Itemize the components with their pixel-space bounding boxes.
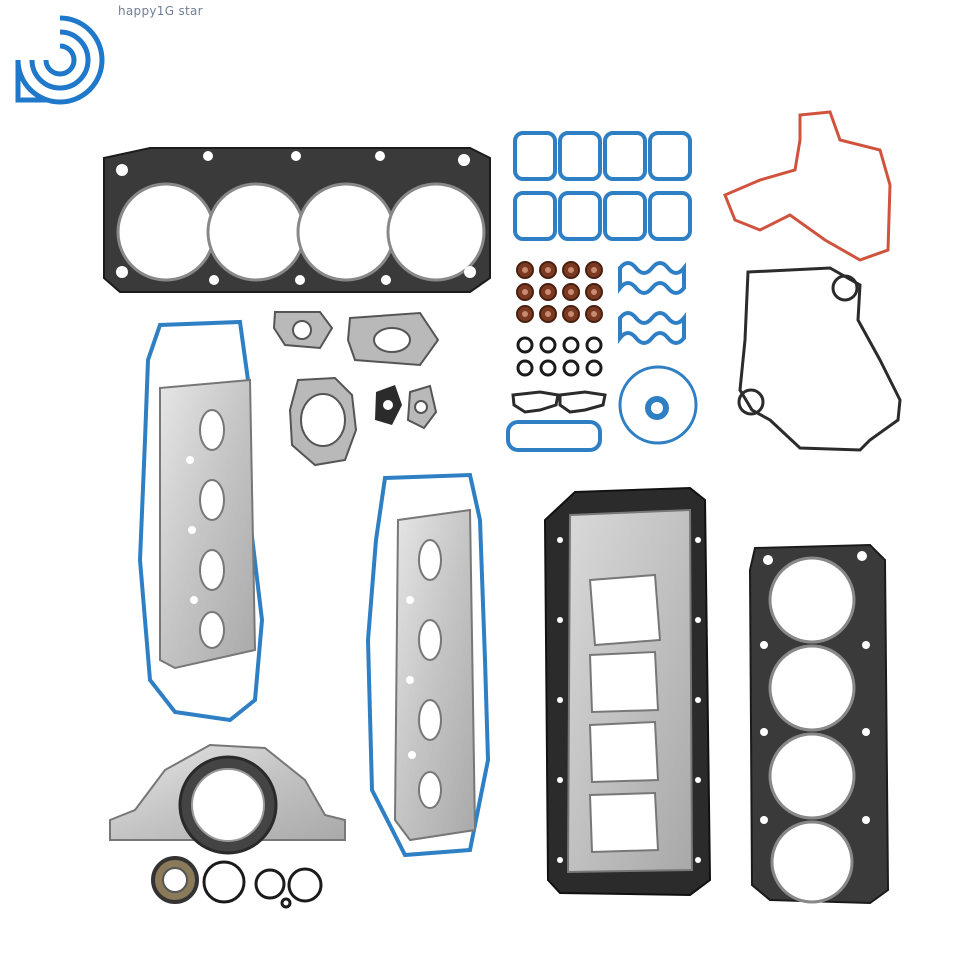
exhaust-manifold-gasket-right [393,508,477,842]
throttle-body-gaskets [511,390,607,414]
black-o-rings [516,336,603,377]
intake-gaskets [513,131,692,241]
egr-gasket-2 [346,311,440,367]
water-pump-gasket [723,110,892,262]
front-crank-seal [618,365,698,445]
small-flange-gasket [375,384,438,430]
rear-main-seal [109,743,346,855]
exhaust-manifold-gasket-left [159,378,257,670]
egr-gasket-1 [272,311,334,350]
exhaust-crossover-gasket [288,376,358,467]
oil-pan-gasket [543,486,712,897]
watermark-logo [15,15,105,105]
blue-oval-gasket [506,420,602,452]
small-seal [151,856,199,904]
timing-cover-gasket [737,266,902,452]
blue-injector-seals [618,261,686,345]
watermark-text: happy1G star [118,4,203,18]
valve-stem-seals [516,261,603,323]
bottom-o-rings [202,860,323,909]
valve-cover-gasket-right [365,472,491,858]
head-gasket-horizontal [103,147,491,293]
head-gasket-vertical [748,543,890,905]
